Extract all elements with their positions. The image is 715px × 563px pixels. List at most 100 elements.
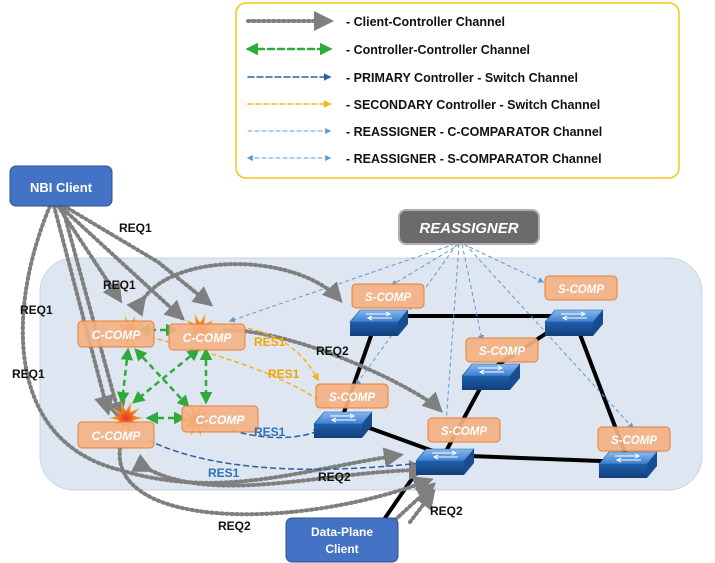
- switch-arrow-icon: [561, 311, 587, 317]
- legend-label-primary: - PRIMARY Controller - Switch Channel: [346, 71, 578, 85]
- switch-front-face: [416, 461, 464, 475]
- req1-label-lower: REQ1: [12, 367, 45, 381]
- ccomp3-to-switch5: [131, 453, 429, 488]
- reassigner-node[interactable]: REASSIGNER: [398, 209, 540, 245]
- switch-top-face: [598, 451, 658, 465]
- legend-label-controller-controller: - Controller-Controller Channel: [346, 43, 530, 57]
- switch-top-face: [349, 309, 409, 323]
- legend-frame: [235, 2, 680, 179]
- s-comp-label: S-COMP: [558, 284, 604, 296]
- switch-arrow-icon: [561, 315, 587, 321]
- legend-label-client-controller: - Client-Controller Channel: [346, 15, 505, 29]
- ccomp2-to-switch5: [223, 328, 443, 413]
- switch-arrow-icon: [432, 450, 458, 456]
- s-comp-label: S-COMP: [365, 292, 411, 304]
- cc-2-3: [132, 348, 200, 404]
- switch-arrow-icon: [366, 315, 392, 321]
- reassigner-to-scomp-1: [390, 243, 461, 286]
- switch-front-face: [350, 322, 398, 336]
- controller-starburst-icon: [109, 401, 143, 435]
- switch-top-face: [313, 411, 373, 425]
- req1-label-top: REQ1: [119, 221, 152, 235]
- req2-label-mid: REQ2: [316, 344, 349, 358]
- legend-label-reassigner-c: - REASSIGNER - C-COMPARATOR Channel: [346, 125, 602, 139]
- switch-arrow-icon: [478, 369, 504, 375]
- switch-arrow-icon: [615, 453, 641, 459]
- switch-front-face: [314, 424, 362, 438]
- nbi-client[interactable]: NBI Client: [9, 165, 113, 207]
- s-comp-5[interactable]: S-COMP: [427, 417, 501, 443]
- switch-side-face: [647, 452, 657, 478]
- switch-side-face: [510, 364, 520, 390]
- switch-5[interactable]: [415, 448, 475, 475]
- req1-label-mid: REQ1: [103, 278, 136, 292]
- s-comp-3[interactable]: S-COMP: [465, 337, 539, 363]
- dataplane-loop: [117, 446, 434, 517]
- dataplane-to-switch5-b: [408, 488, 436, 524]
- reassigner-to-scomp-4: [462, 243, 545, 283]
- data-plane-client-label-line2: Client: [325, 542, 358, 556]
- switch-arrow-icon: [478, 365, 504, 371]
- switch-side-face: [593, 310, 603, 336]
- s-comp-4[interactable]: S-COMP: [544, 275, 618, 301]
- switch-top-face: [461, 363, 521, 377]
- switch-top-face: [544, 309, 604, 323]
- c-comp-2[interactable]: C-COMP: [168, 323, 246, 351]
- s-comp-6[interactable]: S-COMP: [597, 426, 671, 452]
- req2-label-dataplane: REQ2: [430, 504, 463, 518]
- c-comp-4[interactable]: C-COMP: [181, 405, 259, 433]
- secondary-ccomp1-switch2: [141, 334, 332, 409]
- legend-label-secondary: - SECONDARY Controller - Switch Channel: [346, 98, 600, 112]
- switch-arrow-icon: [615, 457, 641, 463]
- c-comp-label: C-COMP: [92, 429, 142, 443]
- res1-label-primary-b: RES1: [208, 466, 240, 480]
- switch-3[interactable]: [461, 363, 521, 390]
- reassigner-to-scomp-3: [461, 243, 484, 342]
- s-comp-2[interactable]: S-COMP: [315, 383, 389, 409]
- primary-ccomp4-switch2: [231, 429, 322, 439]
- nbi-to-ccomp3: [52, 204, 114, 416]
- controllers: C-COMP C-COMP C-COMP C-COMP: [77, 313, 259, 449]
- s-comp-label: S-COMP: [441, 426, 487, 438]
- switch-4[interactable]: [544, 309, 604, 336]
- c-comp-1[interactable]: C-COMP: [77, 320, 155, 348]
- client-controller-channels: [20, 204, 443, 524]
- switch-6[interactable]: [598, 451, 658, 478]
- req2-label-bottom: REQ2: [218, 519, 251, 533]
- c-comp-label: C-COMP: [196, 413, 246, 427]
- switch-front-face: [545, 322, 593, 336]
- switch-front-face: [599, 464, 647, 478]
- data-plane-client[interactable]: Data-Plane Client: [285, 517, 399, 563]
- switch-2[interactable]: [313, 411, 373, 438]
- switch-arrow-icon: [330, 417, 356, 423]
- res1-label-secondary-b: RES1: [268, 367, 300, 381]
- switches: S-COMP S-COMP S-COMP S-COMP S-COMP S-COMP: [313, 275, 671, 478]
- res1-label-primary-a: RES1: [254, 425, 286, 439]
- reassigner-to-scomp-5: [443, 243, 460, 426]
- c-comp-label: C-COMP: [92, 328, 142, 342]
- req2-label-right: REQ2: [318, 470, 351, 484]
- message-labels: REQ1 REQ1 REQ1 REQ1 REQ2 REQ2 REQ2 REQ2 …: [12, 221, 463, 533]
- data-plane-client-label-line1: Data-Plane: [311, 525, 373, 539]
- switch-side-face: [398, 310, 408, 336]
- s-comp-label: S-COMP: [479, 346, 525, 358]
- nbi-client-label: NBI Client: [30, 180, 93, 195]
- link-s5-s6: [442, 453, 629, 464]
- c-comp-3[interactable]: C-COMP: [77, 421, 155, 449]
- s-comp-label: S-COMP: [329, 392, 375, 404]
- primary-channels: [147, 429, 432, 471]
- nbi-to-ccomp4: [60, 204, 126, 422]
- legend-label-reassigner-s: - REASSIGNER - S-COMPARATOR Channel: [346, 152, 602, 166]
- c-comp-label: C-COMP: [183, 331, 233, 345]
- req1-label-left: REQ1: [20, 303, 53, 317]
- switch-front-face: [462, 376, 510, 390]
- switch-arrow-icon: [366, 311, 392, 317]
- legend: - Client-Controller Channel - Controller-…: [235, 2, 680, 179]
- switch-1[interactable]: [349, 309, 409, 336]
- switch-side-face: [464, 449, 474, 475]
- s-comp-1[interactable]: S-COMP: [351, 283, 425, 309]
- s-comp-label: S-COMP: [611, 435, 657, 447]
- ccomp-loop-top: [126, 262, 343, 317]
- reassigner-label: REASSIGNER: [419, 220, 518, 237]
